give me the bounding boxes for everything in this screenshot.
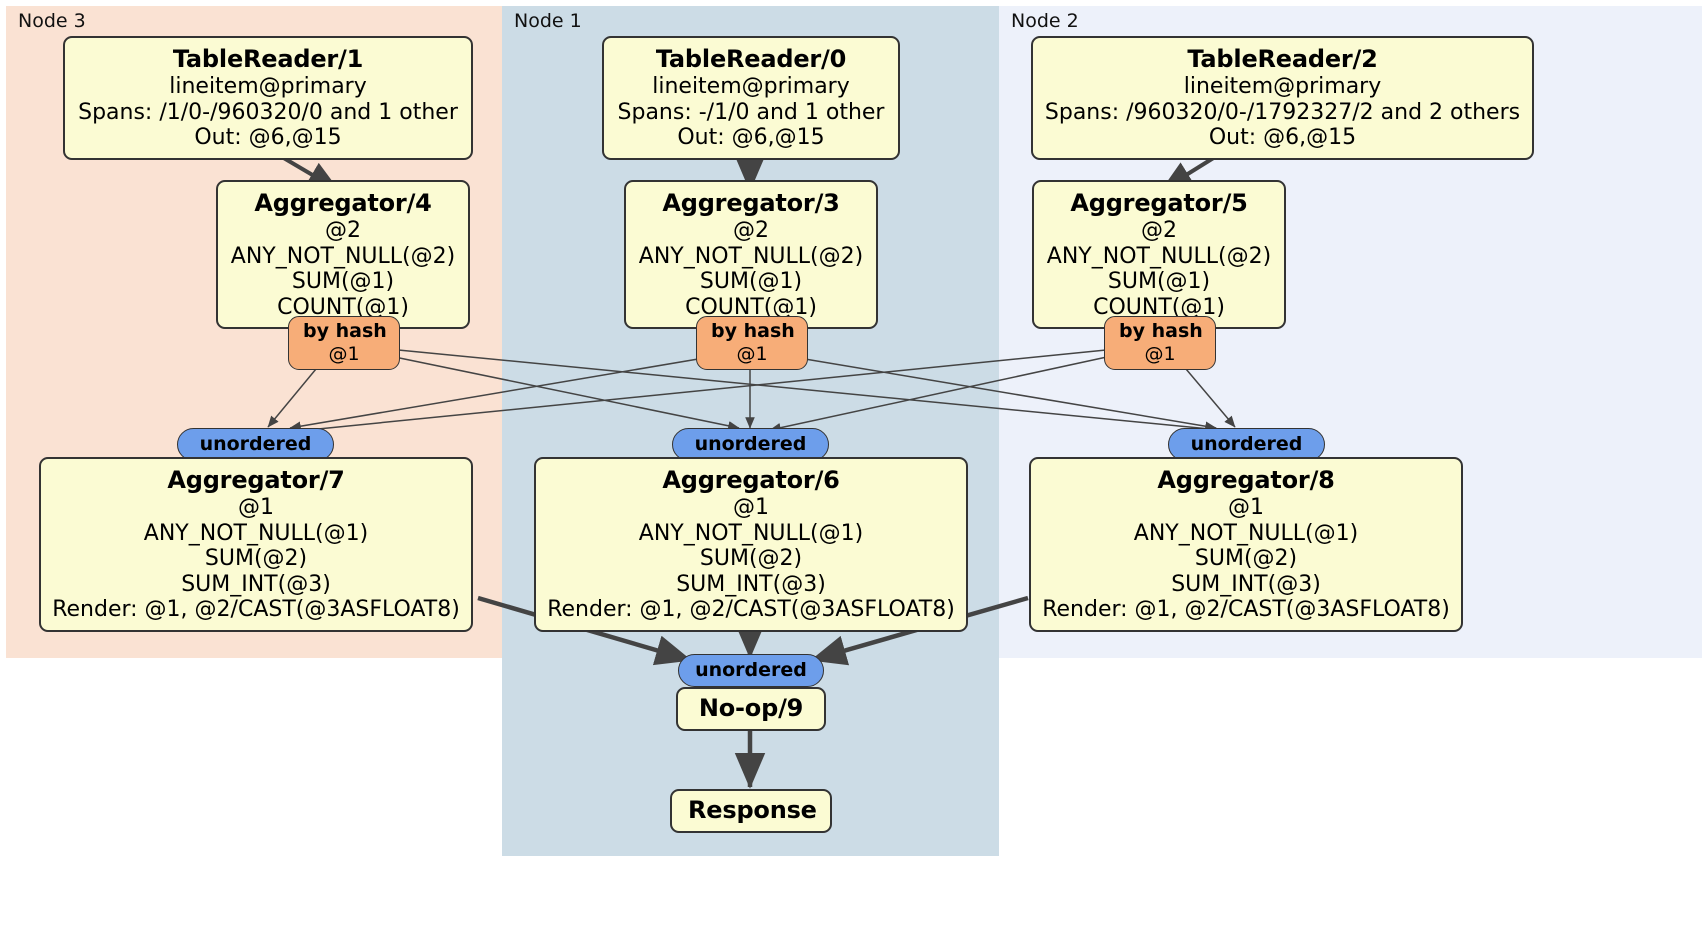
processor-aggregator-5[interactable]: Aggregator/5 @2 ANY_NOT_NULL(@2) SUM(@1)… bbox=[1032, 180, 1286, 329]
processor-line: ANY_NOT_NULL(@2) bbox=[230, 243, 456, 269]
processor-line: SUM(@1) bbox=[1107, 269, 1211, 294]
processor-line: @1 bbox=[238, 495, 274, 520]
processor-line: COUNT(@1) bbox=[1093, 294, 1225, 320]
processor-line: SUM(@2) bbox=[699, 546, 803, 571]
processor-aggregator-8[interactable]: Aggregator/8 @1 ANY_NOT_NULL(@1) SUM(@2)… bbox=[1029, 457, 1463, 632]
router-label: by hash bbox=[1119, 320, 1203, 342]
receiver-unordered-node3[interactable]: unordered bbox=[177, 428, 334, 461]
processor-line: SUM(@2) bbox=[1194, 546, 1298, 571]
router-by-hash-node1[interactable]: by hash @1 bbox=[696, 316, 808, 370]
processor-line: ANY_NOT_NULL(@1) bbox=[1133, 520, 1359, 546]
processor-line: SUM(@1) bbox=[699, 269, 803, 294]
processor-aggregator-4[interactable]: Aggregator/4 @2 ANY_NOT_NULL(@2) SUM(@1)… bbox=[216, 180, 470, 329]
router-by-hash-node3[interactable]: by hash @1 bbox=[288, 316, 400, 370]
processor-title: Response bbox=[688, 796, 817, 824]
processor-table-reader-2[interactable]: TableReader/2 lineitem@primary Spans: /9… bbox=[1031, 36, 1534, 160]
processor-line: Spans: -/1/0 and 1 other bbox=[617, 99, 885, 125]
processor-title: TableReader/0 bbox=[655, 45, 847, 73]
processor-table-reader-0[interactable]: TableReader/0 lineitem@primary Spans: -/… bbox=[602, 36, 900, 160]
processor-title: TableReader/1 bbox=[172, 45, 364, 73]
processor-line: @2 bbox=[1141, 218, 1177, 243]
processor-line: Render: @1, @2/CAST(@3ASFLOAT8) bbox=[1042, 597, 1450, 622]
processor-line: @1 bbox=[733, 495, 769, 520]
router-column: @1 bbox=[736, 343, 768, 365]
processor-line: SUM(@2) bbox=[204, 546, 308, 571]
router-column: @1 bbox=[328, 343, 360, 365]
processor-title: Aggregator/7 bbox=[167, 466, 345, 494]
node-label-node1: Node 1 bbox=[514, 10, 582, 32]
processor-line: lineitem@primary bbox=[1183, 74, 1382, 99]
processor-line: lineitem@primary bbox=[652, 74, 850, 99]
processor-line: Spans: /1/0-/960320/0 and 1 other bbox=[78, 99, 458, 125]
processor-aggregator-3[interactable]: Aggregator/3 @2 ANY_NOT_NULL(@2) SUM(@1)… bbox=[624, 180, 878, 329]
processor-table-reader-1[interactable]: TableReader/1 lineitem@primary Spans: /1… bbox=[63, 36, 473, 160]
processor-line: Out: @6,@15 bbox=[677, 125, 825, 150]
processor-line: @2 bbox=[733, 218, 769, 243]
router-column: @1 bbox=[1144, 343, 1176, 365]
router-by-hash-node2[interactable]: by hash @1 bbox=[1104, 316, 1216, 370]
processor-aggregator-6[interactable]: Aggregator/6 @1 ANY_NOT_NULL(@1) SUM(@2)… bbox=[534, 457, 968, 632]
processor-line: @1 bbox=[1228, 495, 1264, 520]
processor-line: Out: @6,@15 bbox=[194, 125, 342, 150]
processor-line: ANY_NOT_NULL(@1) bbox=[638, 520, 864, 546]
processor-line: Out: @6,@15 bbox=[1208, 125, 1357, 150]
processor-title: Aggregator/5 bbox=[1070, 189, 1248, 217]
processor-line: @2 bbox=[325, 218, 361, 243]
router-label: by hash bbox=[303, 320, 387, 342]
node-label-node3: Node 3 bbox=[18, 10, 86, 32]
processor-line: lineitem@primary bbox=[169, 74, 367, 99]
processor-title: TableReader/2 bbox=[1187, 45, 1378, 73]
receiver-unordered-final[interactable]: unordered bbox=[678, 654, 824, 687]
processor-line: ANY_NOT_NULL(@2) bbox=[638, 243, 864, 269]
processor-line: Render: @1, @2/CAST(@3ASFLOAT8) bbox=[52, 597, 460, 622]
processor-title: Aggregator/6 bbox=[662, 466, 840, 494]
receiver-unordered-node1[interactable]: unordered bbox=[672, 428, 829, 461]
processor-line: SUM_INT(@3) bbox=[676, 571, 826, 597]
processor-line: ANY_NOT_NULL(@1) bbox=[143, 520, 369, 546]
processor-line: Render: @1, @2/CAST(@3ASFLOAT8) bbox=[547, 597, 955, 622]
processor-title: Aggregator/3 bbox=[662, 189, 840, 217]
processor-title: Aggregator/4 bbox=[254, 189, 432, 217]
processor-line: SUM_INT(@3) bbox=[181, 571, 331, 597]
processor-line: SUM_INT(@3) bbox=[1171, 571, 1321, 597]
processor-line: ANY_NOT_NULL(@2) bbox=[1046, 243, 1272, 269]
processor-title: No-op/9 bbox=[698, 694, 804, 722]
node-label-node2: Node 2 bbox=[1011, 10, 1079, 32]
processor-aggregator-7[interactable]: Aggregator/7 @1 ANY_NOT_NULL(@1) SUM(@2)… bbox=[39, 457, 473, 632]
processor-noop-9[interactable]: No-op/9 bbox=[676, 687, 826, 731]
processor-line: COUNT(@1) bbox=[277, 294, 409, 320]
router-label: by hash bbox=[711, 320, 795, 342]
processor-line: Spans: /960320/0-/1792327/2 and 2 others bbox=[1044, 99, 1521, 125]
processor-line: COUNT(@1) bbox=[685, 294, 817, 320]
processor-title: Aggregator/8 bbox=[1157, 466, 1335, 494]
receiver-unordered-node2[interactable]: unordered bbox=[1168, 428, 1325, 461]
processor-response[interactable]: Response bbox=[670, 789, 832, 833]
processor-line: SUM(@1) bbox=[291, 269, 395, 294]
